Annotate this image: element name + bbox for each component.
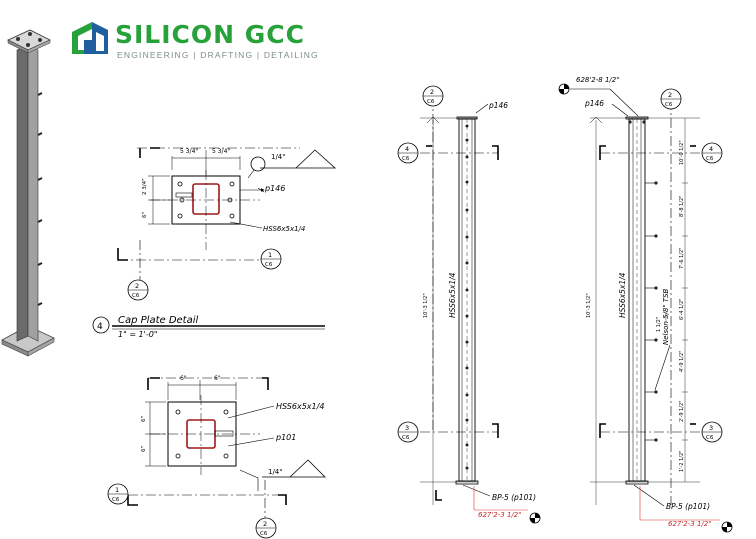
elev-left-datum-icon xyxy=(529,512,541,524)
logo-mark-icon xyxy=(72,22,108,54)
elevation-right xyxy=(570,88,720,521)
cap-dim-right: 5 3/4" xyxy=(212,148,230,155)
base-weld-symbol: 1/4" xyxy=(268,468,283,476)
elevation-left xyxy=(420,96,528,511)
elev-left-base-elev: 627'2-3 1/2" xyxy=(478,511,521,519)
grid-bubble-2d: 2 C6 xyxy=(660,88,682,110)
svg-text:3: 3 xyxy=(405,424,409,432)
svg-text:C6: C6 xyxy=(260,531,268,537)
svg-text:C6: C6 xyxy=(132,293,140,299)
elev-right-height: 10'-3 1/2" xyxy=(586,293,592,318)
elevation-left-labels: p146 HSS6x5x1/4 10'-3 1/2" BP-5 (p101) 6… xyxy=(423,101,536,519)
elevation-left-bolts xyxy=(465,124,469,470)
base-member-label: HSS6x5x1/4 xyxy=(276,402,324,411)
svg-text:3: 3 xyxy=(709,424,713,432)
spacing-5: 4'-9 1/2" xyxy=(679,351,685,372)
grid-bubble-4a: 4 C6 xyxy=(397,142,419,164)
cap-plate-labels: 5 3/4" 5 3/4" 2 3/4" 6" 1/4" p146 HSS6x5… xyxy=(142,148,305,233)
cap-part-label: p146 xyxy=(264,184,285,193)
base-part-label: p101 xyxy=(275,433,296,442)
detail-number: 4 xyxy=(97,322,103,332)
base-plate-labels: 6" 6" 6" 6" HSS6x5x1/4 p101 1/4" xyxy=(141,375,324,476)
elev-left-height: 10'-3 1/2" xyxy=(423,293,429,318)
company-name: SILICON GCC xyxy=(115,20,305,49)
elev-right-top-elev: 628'2-8 1/2" xyxy=(576,76,619,84)
svg-text:2: 2 xyxy=(430,88,434,96)
base-dim-right: 6" xyxy=(214,375,221,382)
elev-left-member: HSS6x5x1/4 xyxy=(448,272,457,318)
spacing-3: 7'-6 1/2" xyxy=(679,248,685,269)
cap-dim-side-top: 2 3/4" xyxy=(142,178,148,195)
svg-text:C6: C6 xyxy=(265,262,273,268)
svg-text:1: 1 xyxy=(268,251,272,259)
elevation-right-labels: 628'2-8 1/2" p146 HSS6x5x1/4 10'-3 1/2" … xyxy=(576,76,711,528)
stud-label: Nelson 5/8" TSB xyxy=(662,288,670,345)
svg-text:4: 4 xyxy=(709,145,713,153)
elevation-right-studs xyxy=(628,120,658,442)
cap-member-label: HSS6x5x1/4 xyxy=(263,225,305,233)
company-tagline: ENGINEERING | DRAFTING | DETAILING xyxy=(117,50,319,60)
svg-text:2: 2 xyxy=(135,282,139,290)
elev-right-top-datum-icon xyxy=(558,83,570,95)
cap-plate-detail xyxy=(117,147,337,285)
svg-text:2: 2 xyxy=(263,520,267,528)
elev-left-base-part: BP-5 (p101) xyxy=(492,493,536,502)
cap-plate-title-block: 4 Cap Plate Detail 1" = 1'-0" xyxy=(92,315,325,339)
base-plate-detail xyxy=(127,377,326,520)
svg-text:4: 4 xyxy=(405,145,409,153)
grid-bubble-1a: 1 C6 xyxy=(260,248,282,270)
grid-bubble-1b: 1 C6 xyxy=(107,483,129,505)
base-dim-side-top: 6" xyxy=(141,416,147,422)
column-3d-view xyxy=(1,29,55,357)
detail-title: Cap Plate Detail xyxy=(118,315,199,326)
grid-bubble-2b: 2 C6 xyxy=(255,517,277,539)
elev-right-top-part: p146 xyxy=(584,99,604,108)
spacing-6: 2'-9 1/2" xyxy=(679,401,685,422)
elev-right-base-datum-icon xyxy=(721,521,733,533)
company-logo: SILICON GCC ENGINEERING | DRAFTING | DET… xyxy=(70,18,320,62)
grid-bubble-4b: 4 C6 xyxy=(701,142,723,164)
grid-bubble-3a: 3 C6 xyxy=(397,421,419,443)
spacing-7: 1'-2 1/2" xyxy=(679,451,685,472)
svg-text:1: 1 xyxy=(115,486,119,494)
svg-text:C6: C6 xyxy=(402,156,410,162)
cap-dim-left: 5 3/4" xyxy=(180,148,198,155)
spacing-2: 8'-8 1/2" xyxy=(679,196,685,217)
svg-text:C6: C6 xyxy=(665,102,673,108)
grid-bubble-2c: 2 C6 xyxy=(422,85,444,107)
spacing-4: 6'-4 1/2" xyxy=(679,299,685,320)
grid-bubble-2a: 2 C6 xyxy=(127,279,149,301)
svg-text:2: 2 xyxy=(668,91,672,99)
detail-scale: 1" = 1'-0" xyxy=(118,330,158,339)
svg-text:C6: C6 xyxy=(402,435,410,441)
elev-right-base-elev: 627'2-3 1/2" xyxy=(668,520,711,528)
elev-left-top-part: p146 xyxy=(488,101,508,110)
cap-dim-side-bottom: 6" xyxy=(142,212,148,218)
base-dim-left: 6" xyxy=(180,375,187,382)
svg-text:C6: C6 xyxy=(112,497,120,503)
svg-text:C6: C6 xyxy=(427,99,435,105)
spacing-1: 10'-0 1/2" xyxy=(679,140,685,165)
svg-text:C6: C6 xyxy=(706,156,714,162)
cap-weld-symbol: 1/4" xyxy=(271,153,286,161)
elev-right-member: HSS6x5x1/4 xyxy=(618,272,627,318)
base-dim-side-bottom: 6" xyxy=(141,446,147,452)
grid-bubble-3b: 3 C6 xyxy=(701,421,723,443)
elev-right-base-part: BP-5 (p101) xyxy=(666,502,710,511)
stud-dim: 1 1/2" xyxy=(656,317,662,332)
svg-text:C6: C6 xyxy=(706,435,714,441)
